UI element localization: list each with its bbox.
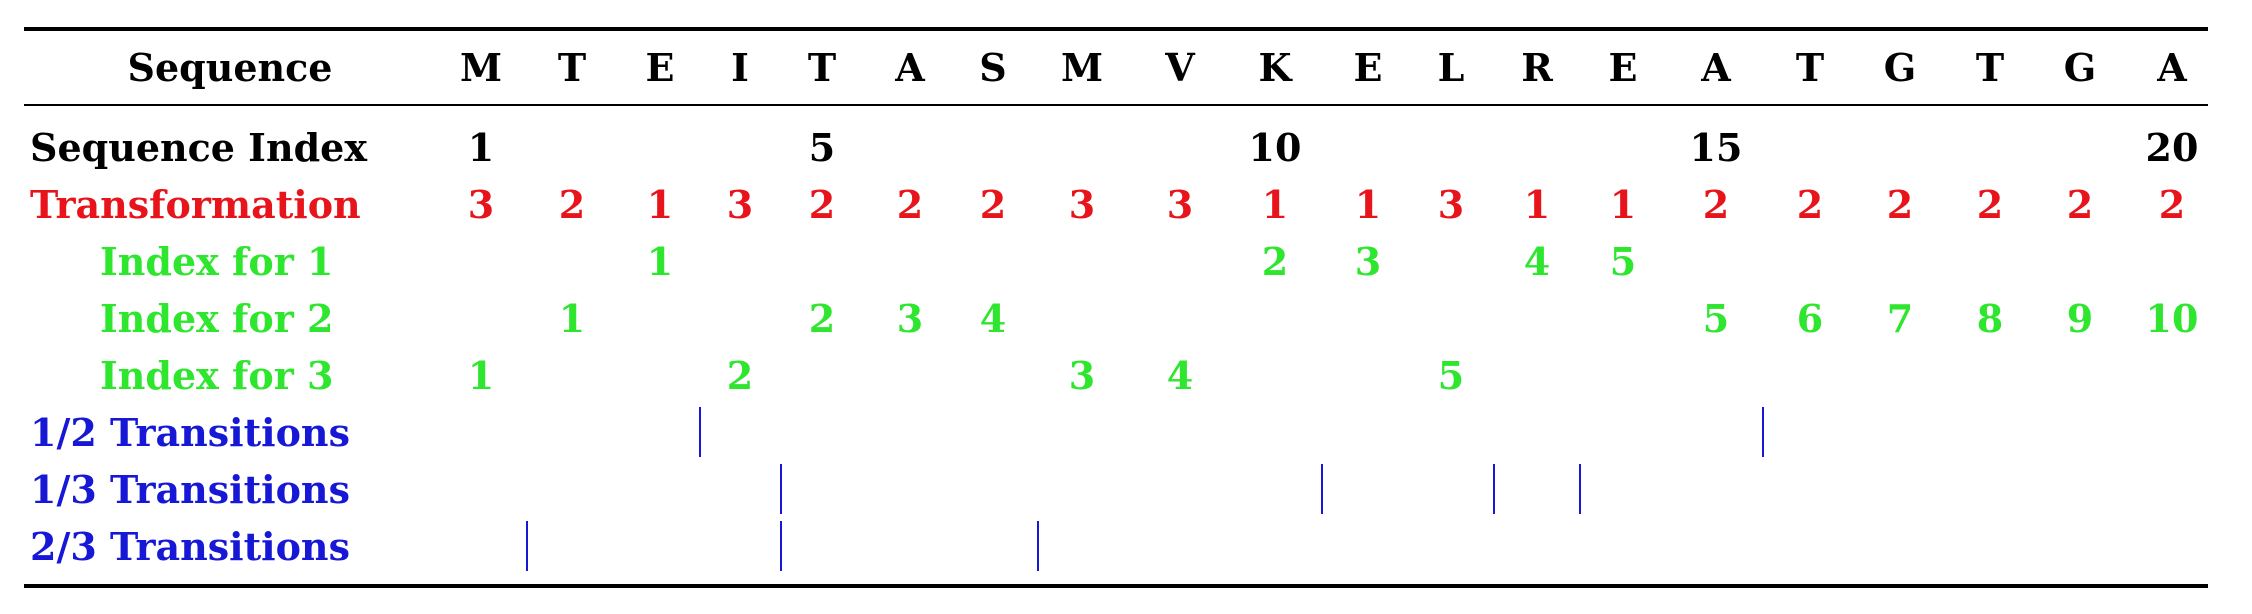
- sequence-residue: T: [1975, 45, 2005, 90]
- transformation-value: 2: [1976, 182, 2004, 227]
- transition-1-3-tick: [780, 464, 782, 514]
- transformation-value: 3: [1437, 182, 1465, 227]
- sequence-residue: V: [1165, 45, 1195, 90]
- transition-1-3-tick: [1321, 464, 1323, 514]
- sequence-residue: R: [1521, 45, 1553, 90]
- transformation-value: 1: [1261, 182, 1289, 227]
- index-for-2-value: 3: [896, 296, 924, 341]
- index-for-1-value: 3: [1354, 239, 1382, 284]
- index-for-3-value: 1: [467, 353, 495, 398]
- index-for-1-value: 4: [1523, 239, 1551, 284]
- index-for-2-value: 7: [1886, 296, 1914, 341]
- index-for-2-value: 2: [808, 296, 836, 341]
- row-label-sequence: Sequence: [127, 45, 333, 90]
- index-for-1-value: 5: [1609, 239, 1637, 284]
- sequence-residue: G: [2063, 45, 2097, 90]
- index-for-2-value: 9: [2066, 296, 2094, 341]
- sequence-residue: G: [1883, 45, 1917, 90]
- sequence-index-mark: 20: [2145, 125, 2199, 170]
- transformation-value: 2: [1796, 182, 1824, 227]
- row-label-index-for-3: Index for 3: [100, 353, 334, 398]
- index-for-2-value: 1: [558, 296, 586, 341]
- sequence-index-mark: 10: [1248, 125, 1302, 170]
- row-label-transformation: Transformation: [30, 182, 361, 227]
- sequence-residue: T: [557, 45, 587, 90]
- transition-1-2-tick: [1762, 407, 1764, 457]
- sequence-residue: E: [1608, 45, 1638, 90]
- table-top-rule: [24, 27, 2208, 31]
- row-label-index-for-2: Index for 2: [100, 296, 334, 341]
- transformation-value: 1: [1354, 182, 1382, 227]
- sequence-residue: E: [645, 45, 675, 90]
- transition-1-3-tick: [1579, 464, 1581, 514]
- transformation-value: 2: [808, 182, 836, 227]
- transformation-value: 1: [646, 182, 674, 227]
- sequence-residue: A: [2157, 45, 2187, 90]
- sequence-residue: I: [731, 45, 749, 90]
- sequence-residue: K: [1258, 45, 1292, 90]
- row-label-transitions-1-2: 1/2 Transitions: [30, 410, 350, 455]
- sequence-index-mark: 15: [1689, 125, 1743, 170]
- table-bottom-rule: [24, 584, 2208, 588]
- table-header-rule: [24, 104, 2208, 106]
- sequence-residue: M: [459, 45, 503, 90]
- transformation-value: 2: [1886, 182, 1914, 227]
- transformation-value: 3: [467, 182, 495, 227]
- sequence-residue: E: [1353, 45, 1383, 90]
- row-label-index-for-1: Index for 1: [100, 239, 334, 284]
- transformation-value: 2: [979, 182, 1007, 227]
- sequence-residue: A: [1701, 45, 1731, 90]
- sequence-residue: A: [895, 45, 925, 90]
- index-for-3-value: 2: [726, 353, 754, 398]
- transition-2-3-tick: [1037, 521, 1039, 571]
- row-label-transitions-1-3: 1/3 Transitions: [30, 467, 350, 512]
- transformation-value: 3: [1068, 182, 1096, 227]
- transformation-value: 1: [1609, 182, 1637, 227]
- sequence-residue: M: [1060, 45, 1104, 90]
- index-for-2-value: 10: [2145, 296, 2199, 341]
- transition-2-3-tick: [526, 521, 528, 571]
- sequence-index-mark: 5: [808, 125, 836, 170]
- transformation-value: 2: [896, 182, 924, 227]
- index-for-3-value: 5: [1437, 353, 1465, 398]
- transition-1-3-tick: [1493, 464, 1495, 514]
- sequence-index-mark: 1: [467, 125, 495, 170]
- row-label-sequence-index: Sequence Index: [30, 125, 367, 170]
- sequence-residue: S: [979, 45, 1007, 90]
- sequence-residue: T: [807, 45, 837, 90]
- index-for-2-value: 5: [1702, 296, 1730, 341]
- transformation-value: 3: [726, 182, 754, 227]
- index-for-2-value: 4: [979, 296, 1007, 341]
- transformation-value: 2: [2066, 182, 2094, 227]
- transition-1-2-tick: [699, 407, 701, 457]
- index-for-3-value: 4: [1166, 353, 1194, 398]
- index-for-1-value: 2: [1261, 239, 1289, 284]
- index-for-1-value: 1: [646, 239, 674, 284]
- transformation-value: 2: [2158, 182, 2186, 227]
- row-label-transitions-2-3: 2/3 Transitions: [30, 524, 350, 569]
- sequence-residue: L: [1437, 45, 1465, 90]
- transformation-value: 1: [1523, 182, 1551, 227]
- transition-2-3-tick: [780, 521, 782, 571]
- transformation-value: 3: [1166, 182, 1194, 227]
- index-for-3-value: 3: [1068, 353, 1096, 398]
- sequence-residue: T: [1795, 45, 1825, 90]
- index-for-2-value: 8: [1976, 296, 2004, 341]
- index-for-2-value: 6: [1796, 296, 1824, 341]
- transformation-value: 2: [1702, 182, 1730, 227]
- transformation-value: 2: [558, 182, 586, 227]
